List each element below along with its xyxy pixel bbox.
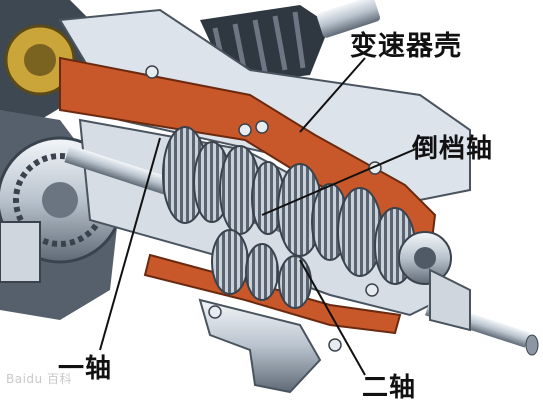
second-shaft-label: 二轴 (362, 373, 417, 400)
output-shaft (425, 268, 539, 356)
watermark: Baidu 百科 (6, 372, 72, 386)
leader-reverse-shaft (261, 147, 419, 216)
leader-lines (99, 57, 419, 376)
mounting-bracket (198, 298, 322, 394)
reverse-shaft-label: 倒档轴 (412, 134, 494, 164)
gear-cluster (162, 126, 452, 309)
leader-second-shaft (299, 259, 366, 376)
leader-first-shaft (99, 137, 161, 351)
first-shaft-label: 一轴 (58, 354, 113, 384)
leader-housing (299, 57, 366, 133)
housing-label: 变速器壳 (350, 31, 462, 62)
